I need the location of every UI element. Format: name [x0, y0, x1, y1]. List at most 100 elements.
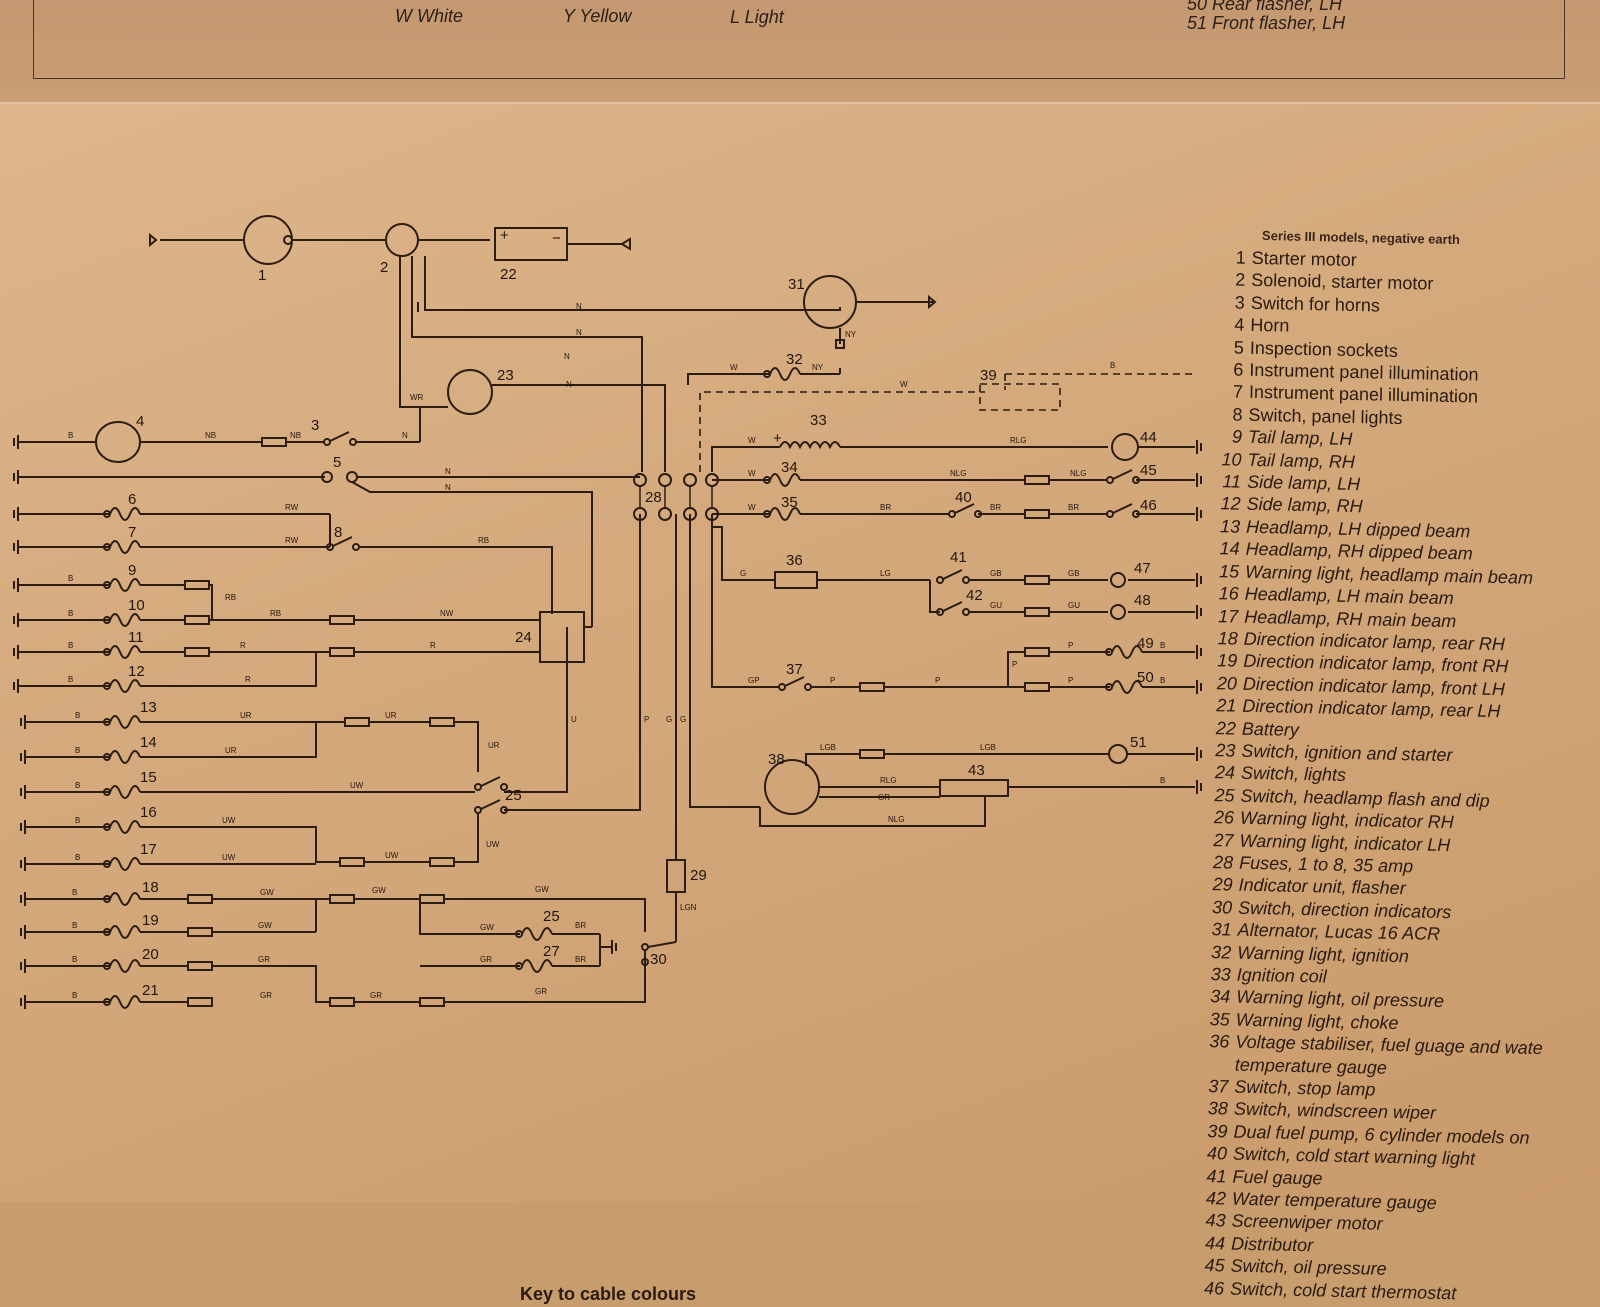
inline-connector — [1024, 647, 1050, 657]
wire — [419, 899, 520, 935]
wire-colour-code: GB — [990, 569, 1002, 578]
wire-colour-code: B — [75, 711, 80, 720]
voltage-stabiliser — [774, 571, 818, 589]
wire-colour-code: P — [1012, 660, 1017, 669]
wire-colour-code: B — [75, 816, 80, 825]
inline-connector — [329, 615, 355, 625]
legend-tail-item-51: 51 Front flasher, LH — [1187, 13, 1346, 33]
wire-colour-code: GW — [372, 886, 386, 895]
legend-item-label: Tail lamp, RH — [1247, 449, 1356, 472]
lamp-symbol — [109, 613, 141, 627]
component-number-label: 32 — [786, 351, 803, 368]
earth-arrow — [620, 237, 631, 251]
legend-title: Series III models, negative earth — [1261, 227, 1461, 248]
legend-item-label: Headlamp, LH main beam — [1244, 583, 1454, 609]
legend-item-label: Fuses, 1 to 8, 35 amp — [1238, 852, 1414, 877]
fuse-terminal — [705, 473, 719, 487]
legend-item-label: Switch, direction indicators — [1237, 897, 1452, 922]
wire-colour-code: RLG — [880, 776, 896, 785]
switch-contact — [1106, 476, 1114, 484]
wire — [140, 826, 340, 863]
switch-blade — [784, 676, 805, 687]
colour-key-light: L Light — [730, 7, 784, 27]
switch-blade — [1112, 469, 1133, 480]
lamp-symbol — [109, 507, 141, 521]
fuel-pump-box — [979, 383, 1061, 411]
legend-item-number: 32 — [1210, 941, 1232, 963]
wire-colour-code: BR — [1068, 503, 1079, 512]
switch-contact — [936, 608, 944, 616]
inline-connector — [184, 580, 210, 590]
wire-colour-code: N — [564, 352, 570, 361]
wire — [647, 941, 677, 948]
switch-contact — [474, 783, 482, 791]
lamp-terminal — [103, 788, 111, 796]
wire-colour-code: B — [72, 921, 77, 930]
wire-colour-code: LG — [880, 569, 891, 578]
wire-colour-code: B — [75, 853, 80, 862]
alternator — [803, 275, 857, 329]
wire — [805, 753, 860, 766]
previous-page-frame — [33, 0, 1565, 79]
diagram-wires — [18, 239, 1195, 1003]
legend-item-label: Headlamp, RH dipped beam — [1245, 539, 1473, 564]
wire-colour-code: W — [900, 380, 908, 389]
component-number-label: 7 — [128, 524, 136, 541]
wire-colour-code: RW — [285, 536, 299, 545]
inline-connector — [187, 961, 213, 971]
wire-colour-code: NY — [812, 363, 824, 372]
lamp-symbol — [109, 925, 141, 939]
switch-contact — [323, 438, 331, 446]
lamp-symbol — [521, 959, 553, 973]
wire — [212, 965, 330, 1003]
earth-arrow — [149, 232, 158, 248]
battery-plus: + — [500, 227, 509, 244]
legend-item-number: 28 — [1212, 852, 1234, 873]
switch-contact — [936, 576, 944, 584]
wire-colour-code: WR — [410, 393, 424, 402]
wire-colour-code: GW — [260, 888, 274, 897]
wire-colour-code: G — [740, 569, 746, 578]
legend-item-number: 1 — [1235, 247, 1246, 268]
inline-connector — [261, 437, 287, 447]
fuse-terminal — [683, 507, 697, 521]
lamp-terminal — [103, 928, 111, 936]
component-number-label: 13 — [140, 699, 157, 716]
wire — [689, 514, 760, 808]
legend-item-label: Instrument panel illumination — [1249, 359, 1479, 385]
wire-colour-code: BR — [990, 503, 1001, 512]
switch-blade — [942, 569, 963, 580]
legend-item-label: Battery — [1241, 718, 1300, 740]
lamp-terminal — [103, 581, 111, 589]
wire — [209, 584, 213, 621]
wire-colour-code: UR — [385, 711, 397, 720]
switch-contact — [349, 438, 357, 446]
inline-connector — [339, 857, 365, 867]
wire-colour-code: R — [245, 675, 251, 684]
legend-item-number: 2 — [1235, 269, 1246, 291]
previous-page: W White Y Yellow L Light 50 Rear flasher… — [0, 0, 1600, 102]
legend-item-label: Switch, stop lamp — [1234, 1076, 1376, 1100]
lamp-terminal — [763, 476, 771, 484]
switch-contact — [641, 958, 649, 966]
wire-colour-code: GB — [1068, 569, 1080, 578]
lamp-terminal — [763, 510, 771, 518]
component-number-label: 38 — [768, 751, 785, 768]
legend-item-label: Switch, ignition and starter — [1241, 740, 1453, 766]
component-number-label: 25 — [505, 787, 522, 804]
wire-colour-code: GR — [480, 955, 492, 964]
lamp-terminal — [103, 895, 111, 903]
legend-item-label: Side lamp, LH — [1246, 471, 1361, 495]
wire-colour-code: R — [430, 641, 436, 650]
legend-item-number: 37 — [1208, 1076, 1229, 1097]
inline-connector — [1024, 475, 1050, 485]
wire-colour-code: W — [730, 363, 738, 372]
legend-item-number: 29 — [1212, 874, 1233, 895]
ignition-coil — [779, 441, 841, 450]
lamp-terminal — [1105, 648, 1113, 656]
fuse-terminal — [658, 473, 672, 487]
wire — [424, 256, 841, 311]
wire — [711, 514, 780, 688]
component-number-label: 12 — [128, 663, 145, 680]
legend-item-number: 5 — [1233, 337, 1245, 358]
